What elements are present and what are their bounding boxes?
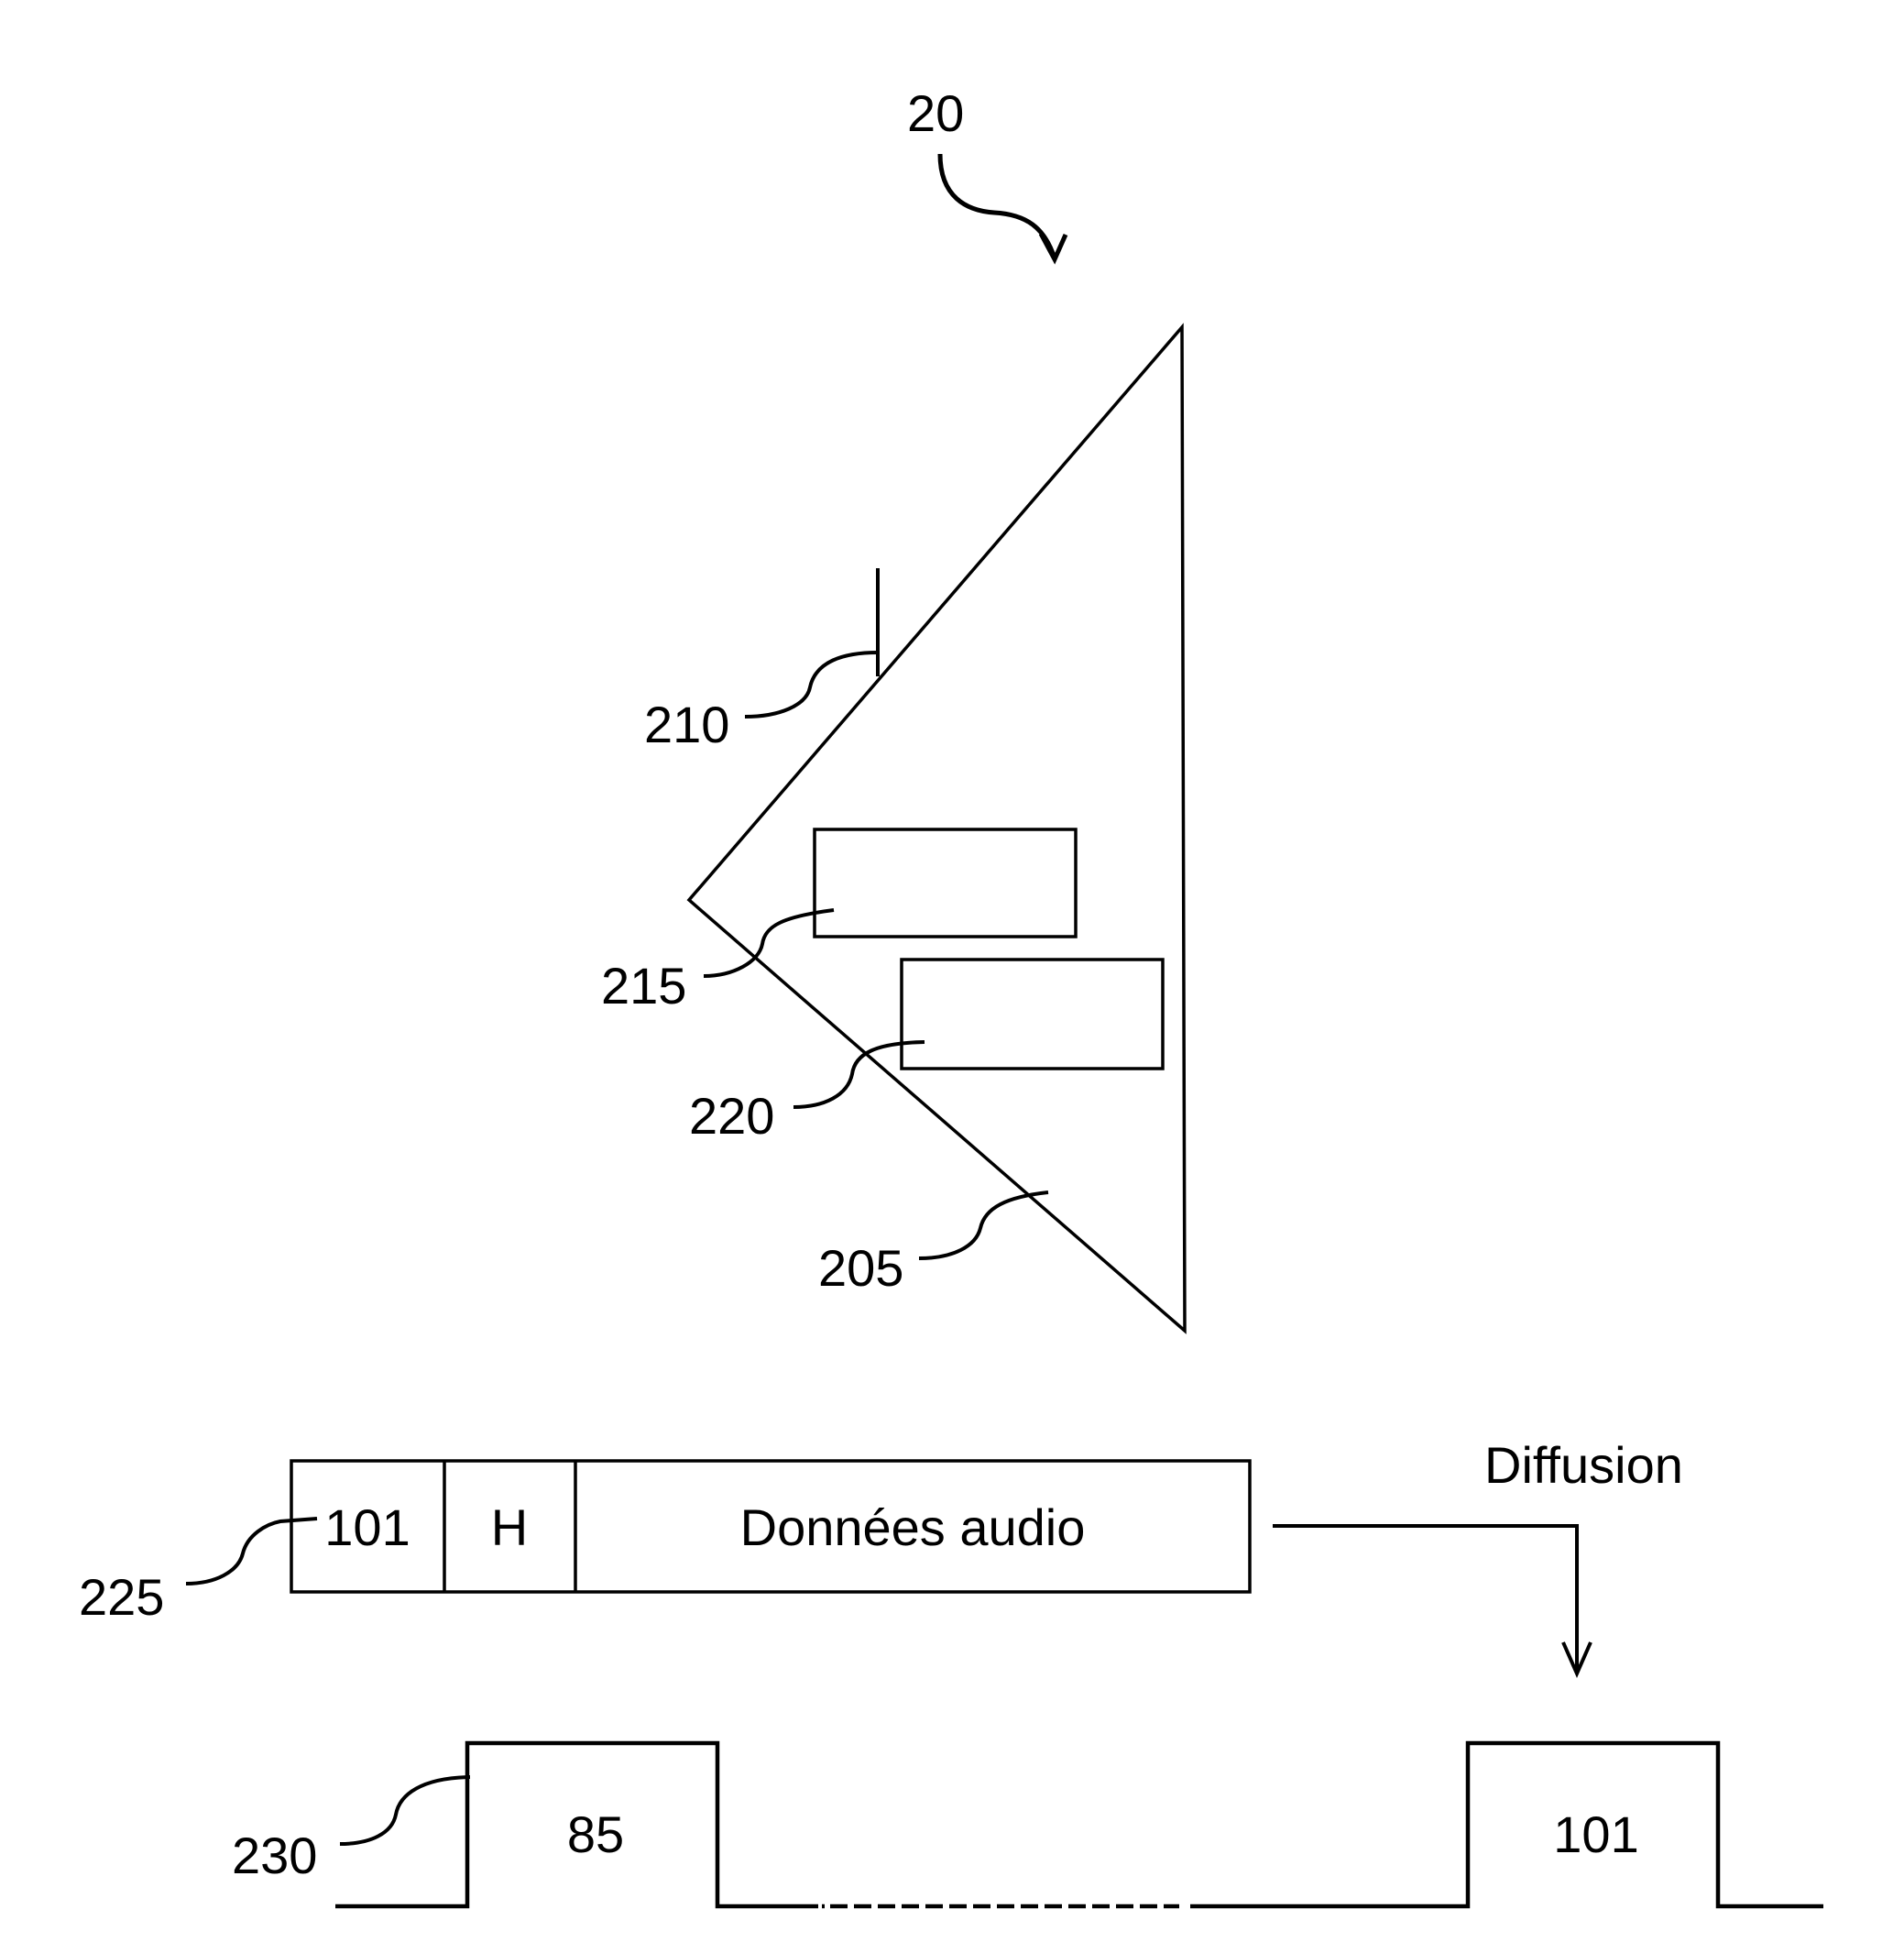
device-housing xyxy=(686,323,1187,1334)
housing-label: 205 xyxy=(818,1239,903,1297)
arrowhead-icon xyxy=(1038,232,1068,265)
signal-pulse-1 xyxy=(335,1740,818,1909)
signal-pulse-1-value: 85 xyxy=(567,1805,624,1863)
packet-leader xyxy=(185,1517,318,1585)
signal-leader xyxy=(339,1775,471,1846)
housing-leader xyxy=(918,1190,1049,1260)
module-220-box xyxy=(900,958,1165,1070)
figure-reference-arrow xyxy=(937,153,1057,259)
module-220-label: 220 xyxy=(689,1087,774,1145)
packet-frame xyxy=(290,1459,1252,1594)
broadcast-arrow xyxy=(1273,1524,1579,1672)
packet-field-header: H xyxy=(491,1498,528,1556)
figure-reference-label: 20 xyxy=(907,84,964,142)
packet-field-id: 101 xyxy=(324,1498,410,1556)
packet-label: 225 xyxy=(79,1568,164,1626)
module-215-label: 215 xyxy=(601,957,686,1015)
signal-pulse-2-value: 101 xyxy=(1553,1805,1638,1863)
antenna-label: 210 xyxy=(644,696,729,753)
arrowhead-icon xyxy=(1561,1641,1592,1678)
signal-label: 230 xyxy=(232,1827,317,1884)
antenna-leader xyxy=(744,651,879,719)
signal-pulse-2 xyxy=(1190,1740,1823,1909)
module-220-leader xyxy=(793,1040,925,1109)
module-215-leader xyxy=(703,908,835,978)
broadcast-label: Diffusion xyxy=(1484,1436,1683,1494)
packet-field-audio-data: Données audio xyxy=(740,1498,1086,1556)
module-215-box xyxy=(813,828,1078,938)
